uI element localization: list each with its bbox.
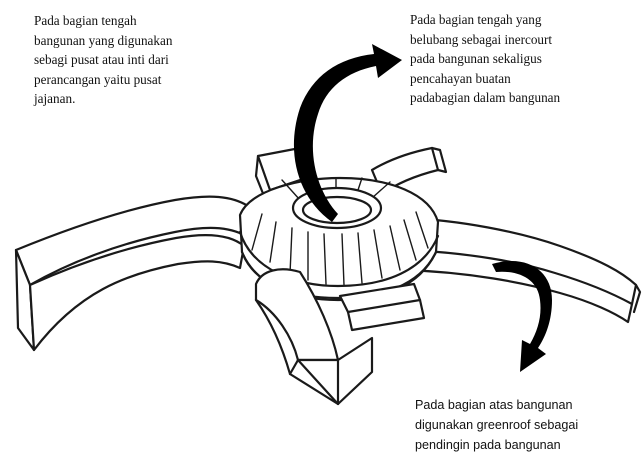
annotation-courtyard: Pada bagian tengah yang belubang sebagai… <box>410 10 642 108</box>
left-wing <box>16 197 248 350</box>
annotation-center-core: Pada bagian tengah bangunan yang digunak… <box>34 11 264 109</box>
annotation-greenroof: Pada bagian atas bangunan digunakan gree… <box>415 395 641 455</box>
arrow-greenroof <box>492 261 552 372</box>
